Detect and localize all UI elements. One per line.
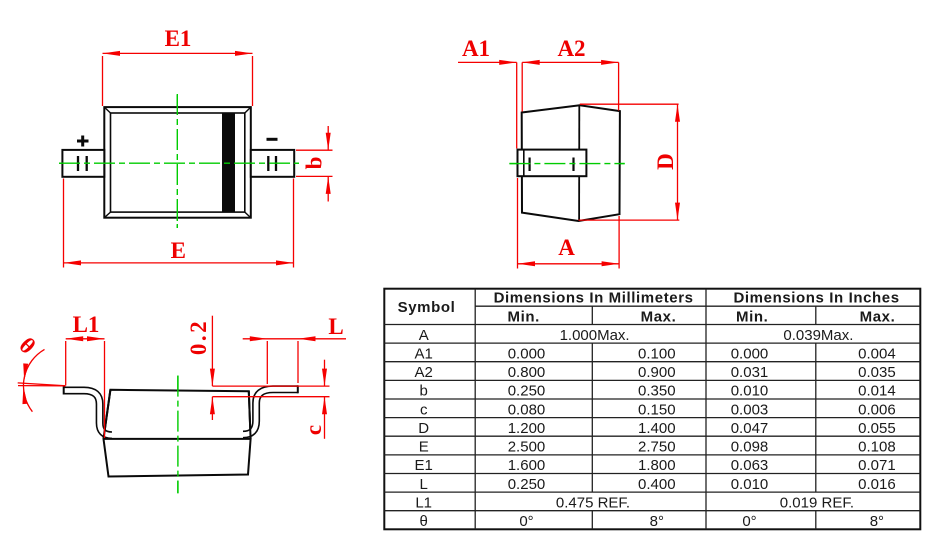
svg-text:b: b — [302, 157, 327, 170]
svg-text:0.055: 0.055 — [858, 420, 896, 437]
svg-text:0.000: 0.000 — [731, 345, 769, 362]
svg-text:Min.: Min. — [736, 308, 768, 325]
svg-text:L: L — [328, 314, 343, 339]
svg-text:1.800: 1.800 — [638, 457, 676, 474]
svg-text:1.200: 1.200 — [508, 420, 546, 437]
svg-text:0.006: 0.006 — [858, 401, 896, 418]
svg-text:8°: 8° — [870, 513, 884, 530]
svg-text:Dimensions In Millimeters: Dimensions In Millimeters — [494, 290, 694, 307]
svg-text:0.350: 0.350 — [638, 383, 676, 400]
svg-text:0.000: 0.000 — [508, 345, 546, 362]
svg-text:0.063: 0.063 — [731, 457, 769, 474]
svg-text:2.750: 2.750 — [638, 439, 676, 456]
svg-text:0.003: 0.003 — [731, 401, 769, 418]
svg-text:0.080: 0.080 — [508, 401, 546, 418]
svg-text:0.250: 0.250 — [508, 476, 546, 493]
svg-text:D: D — [418, 420, 429, 437]
svg-text:b: b — [420, 383, 428, 400]
svg-text:A2: A2 — [415, 364, 433, 381]
svg-text:A1: A1 — [462, 36, 490, 61]
svg-text:A: A — [419, 327, 429, 344]
svg-text:E: E — [171, 238, 186, 263]
svg-text:0.150: 0.150 — [638, 401, 676, 418]
svg-text:1.400: 1.400 — [638, 420, 676, 437]
svg-text:L1: L1 — [73, 312, 100, 337]
svg-text:0.010: 0.010 — [731, 383, 769, 400]
svg-text:2.500: 2.500 — [508, 439, 546, 456]
svg-text:A: A — [558, 235, 575, 260]
svg-text:0.108: 0.108 — [858, 439, 896, 456]
svg-text:0.250: 0.250 — [508, 383, 546, 400]
svg-text:1.000Max.: 1.000Max. — [560, 327, 630, 344]
svg-text:0.014: 0.014 — [858, 383, 896, 400]
svg-text:0.010: 0.010 — [731, 476, 769, 493]
svg-text:0°: 0° — [519, 513, 533, 530]
svg-text:0.100: 0.100 — [638, 345, 676, 362]
svg-text:θ: θ — [420, 513, 428, 530]
svg-text:0.098: 0.098 — [731, 439, 769, 456]
svg-text:0.2: 0.2 — [186, 319, 211, 355]
svg-text:0.031: 0.031 — [731, 364, 769, 381]
svg-text:0.400: 0.400 — [638, 476, 676, 493]
svg-text:0.016: 0.016 — [858, 476, 896, 493]
svg-text:0.475 REF.: 0.475 REF. — [556, 494, 630, 511]
svg-text:L: L — [420, 476, 428, 493]
svg-text:Symbol: Symbol — [398, 299, 456, 316]
svg-text:0.004: 0.004 — [858, 345, 896, 362]
svg-text:8°: 8° — [650, 513, 664, 530]
svg-text:0.047: 0.047 — [731, 420, 769, 437]
svg-text:0.019 REF.: 0.019 REF. — [780, 494, 854, 511]
svg-text:Max.: Max. — [641, 308, 677, 325]
svg-text:c: c — [301, 425, 326, 435]
svg-text:c: c — [420, 401, 428, 418]
svg-text:Min.: Min. — [507, 308, 539, 325]
svg-text:0.900: 0.900 — [638, 364, 676, 381]
svg-text:Max.: Max. — [860, 308, 896, 325]
svg-text:0°: 0° — [742, 513, 756, 530]
svg-text:1.600: 1.600 — [508, 457, 546, 474]
svg-text:0.035: 0.035 — [858, 364, 896, 381]
svg-text:A1: A1 — [415, 345, 433, 362]
svg-text:D: D — [653, 153, 678, 170]
svg-text:E1: E1 — [165, 26, 192, 51]
svg-text:0.800: 0.800 — [508, 364, 546, 381]
svg-text:Dimensions In Inches: Dimensions In Inches — [733, 290, 899, 307]
svg-text:E1: E1 — [415, 457, 433, 474]
svg-text:L1: L1 — [415, 494, 432, 511]
svg-text:A2: A2 — [557, 36, 585, 61]
svg-text:0.039Max.: 0.039Max. — [783, 327, 853, 344]
svg-text:0.071: 0.071 — [858, 457, 896, 474]
svg-text:E: E — [419, 439, 429, 456]
